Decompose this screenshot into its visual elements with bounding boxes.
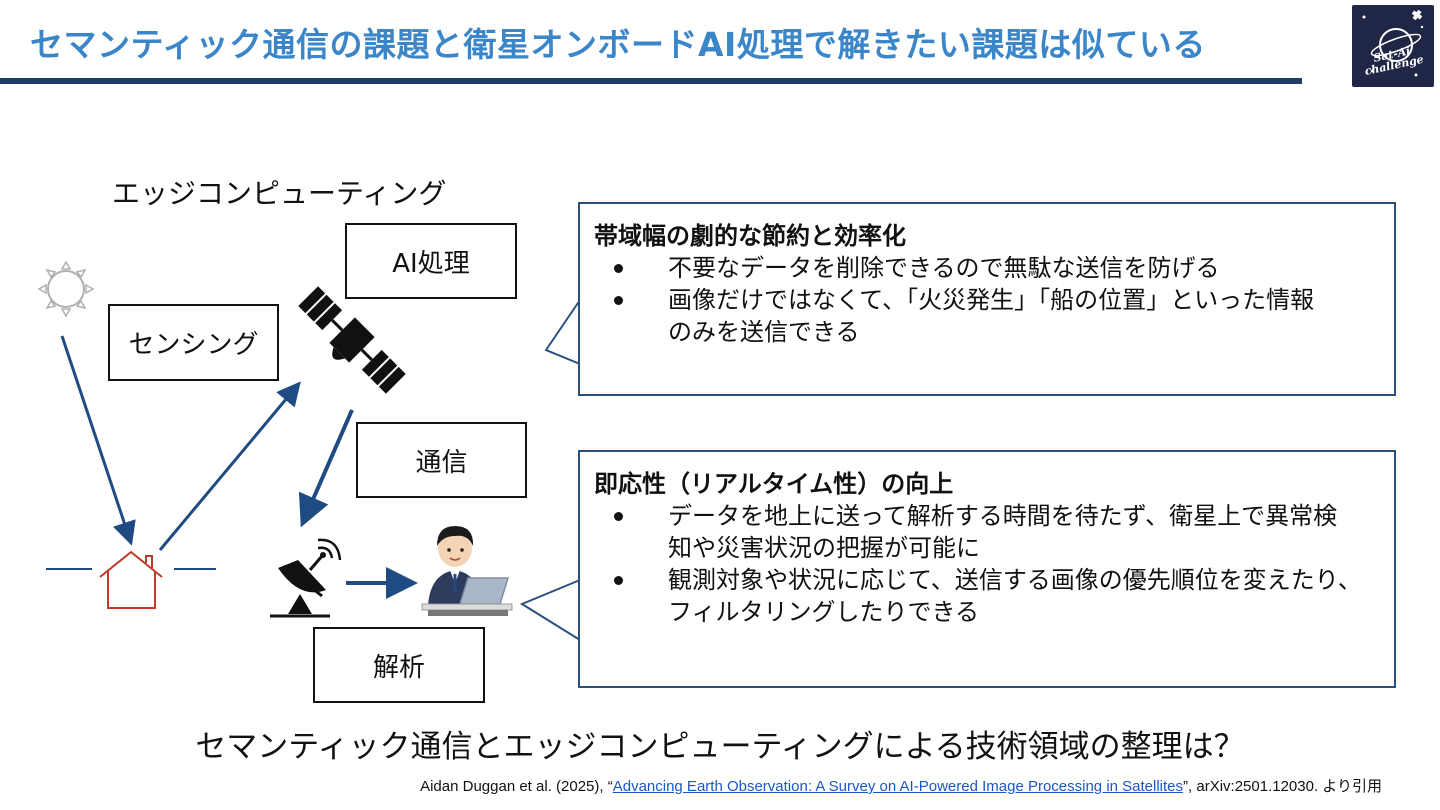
ai-processing-box: AI処理 (345, 223, 517, 299)
title-underline (0, 78, 1302, 84)
sensing-box: センシング (108, 304, 279, 381)
bottom-question: セマンティック通信とエッジコンピューティングによる技術領域の整理は？ (195, 729, 1245, 765)
callout-pointer-1 (544, 299, 581, 365)
bullet-item: 観測対象や状況に応じて、送信する画像の優先順位を変えたり、フィルタリングしたりで… (610, 564, 1368, 628)
edge-computing-label: エッジコンピューティング (112, 177, 447, 210)
communication-box: 通信 (356, 422, 527, 498)
bullet-list: データを地上に送って解析する時間を待たず、衛星上で異常検知や災害状況の把握が可能… (610, 500, 1368, 628)
citation: Aidan Duggan et al. (2025), “Advancing E… (420, 775, 1382, 796)
citation-prefix: Aidan Duggan et al. (2025), “ (420, 778, 613, 795)
sun-to-house-arrow (60, 335, 136, 546)
citation-link[interactable]: Advancing Earth Observation: A Survey on… (612, 778, 1184, 795)
bullet-item: データを地上に送って解析する時間を待たず、衛星上で異常検知や災害状況の把握が可能… (610, 500, 1348, 564)
pointer-mask-1 (580, 301, 584, 363)
sat-ai-logo: Sat-Ai challenge (1352, 5, 1434, 87)
callout-bandwidth: 帯域幅の劇的な節約と効率化 不要なデータを削除できるので無駄な送信を防げる 画像… (578, 202, 1396, 396)
satellite-icon (298, 286, 406, 394)
pointer-mask-2 (580, 581, 584, 639)
slide-title: セマンティック通信の課題と衛星オンボードAI処理で解きたい課題は似ている (30, 25, 1206, 64)
bullet-list: 不要なデータを削除できるので無駄な送信を防げる 画像だけではなくて、「火災発生」… (610, 252, 1328, 348)
callout-pointer-2 (519, 579, 581, 641)
analysis-box: 解析 (313, 627, 485, 703)
logo-graphic-icon (1362, 9, 1424, 77)
callout-title: 即応性（リアルタイム性）の向上 (594, 470, 954, 498)
analyst-icon (421, 526, 513, 616)
house-icon (99, 550, 163, 609)
bullet-item: 画像だけではなくて、「火災発生」「船の位置」といった情報のみを送信できる (610, 284, 1328, 348)
antenna-icon (270, 538, 342, 618)
bullet-item: 不要なデータを削除できるので無駄な送信を防げる (610, 252, 1328, 284)
callout-realtime: 即応性（リアルタイム性）の向上 データを地上に送って解析する時間を待たず、衛星上… (578, 450, 1396, 688)
satellite-to-antenna-arrow (298, 409, 354, 528)
house-to-satellite-arrow (158, 381, 301, 551)
citation-suffix: ”, arXiv:2501.12030. より引用 (1183, 778, 1382, 795)
sun-icon (37, 260, 95, 318)
callout-title: 帯域幅の劇的な節約と効率化 (594, 222, 906, 250)
